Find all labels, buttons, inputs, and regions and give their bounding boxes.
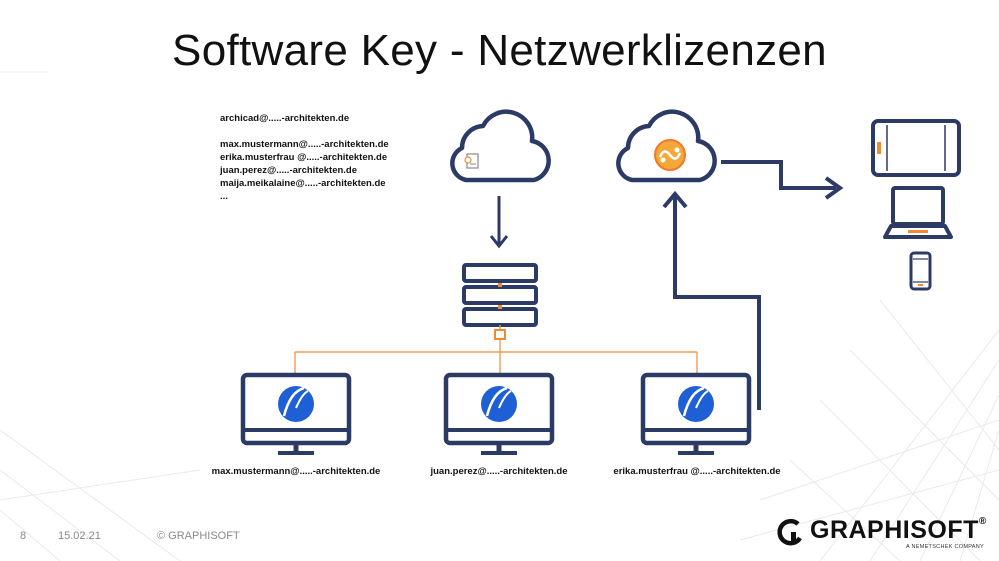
graphisoft-logo-icon — [777, 518, 802, 546]
slide-date: 15.02.21 — [58, 530, 101, 542]
arrow-cloud-to-server — [489, 196, 509, 249]
desktop-monitor-archicad-icon — [240, 372, 352, 455]
desktop-monitor-archicad-icon — [443, 372, 555, 455]
email-list-item: maija.meikalaine@.....-architekten.de — [220, 178, 386, 189]
server-rack-icon — [462, 263, 538, 340]
email-list-item: max.mustermann@.....-architekten.de — [220, 139, 389, 150]
cloud-graphisoft-icon — [616, 109, 717, 183]
logo-registered-mark: ® — [978, 516, 987, 527]
email-list-item: juan.perez@.....-architekten.de — [220, 165, 358, 176]
email-list-item: archicad@.....-architekten.de — [220, 113, 350, 124]
graphisoft-logo: GRAPHISOFT® A NEMETSCHEK COMPANY — [774, 516, 986, 556]
email-list-item: ... — [220, 191, 228, 202]
tablet-icon — [871, 119, 961, 177]
page-title: Software Key - Netzwerklizenzen — [172, 26, 827, 75]
logo-tagline: A NEMETSCHEK COMPANY — [905, 544, 984, 550]
smartphone-icon — [909, 251, 932, 291]
workstation-label: juan.perez@.....-architekten.de — [430, 466, 568, 477]
arrow-workstation-to-bimcloud — [662, 190, 761, 410]
laptop-icon — [883, 186, 953, 239]
desktop-monitor-archicad-icon — [640, 372, 752, 455]
logo-name-text: GRAPHISOFT — [810, 516, 979, 544]
cloud-document-icon — [450, 109, 551, 183]
workstation-label: max.mustermann@.....-architekten.de — [211, 466, 381, 477]
copyright-text: © GRAPHISOFT — [157, 530, 240, 542]
page-number: 8 — [20, 530, 27, 542]
license-email-list: archicad@.....-architekten.de max.muster… — [220, 112, 440, 203]
email-list-item: erika.musterfrau @.....-architekten.de — [220, 152, 388, 163]
network-connections — [294, 339, 698, 374]
workstation-label: erika.musterfrau @.....-architekten.de — [613, 466, 781, 477]
logo-wordmark: GRAPHISOFT® — [810, 516, 987, 545]
arrow-bimcloud-to-devices — [721, 160, 844, 200]
